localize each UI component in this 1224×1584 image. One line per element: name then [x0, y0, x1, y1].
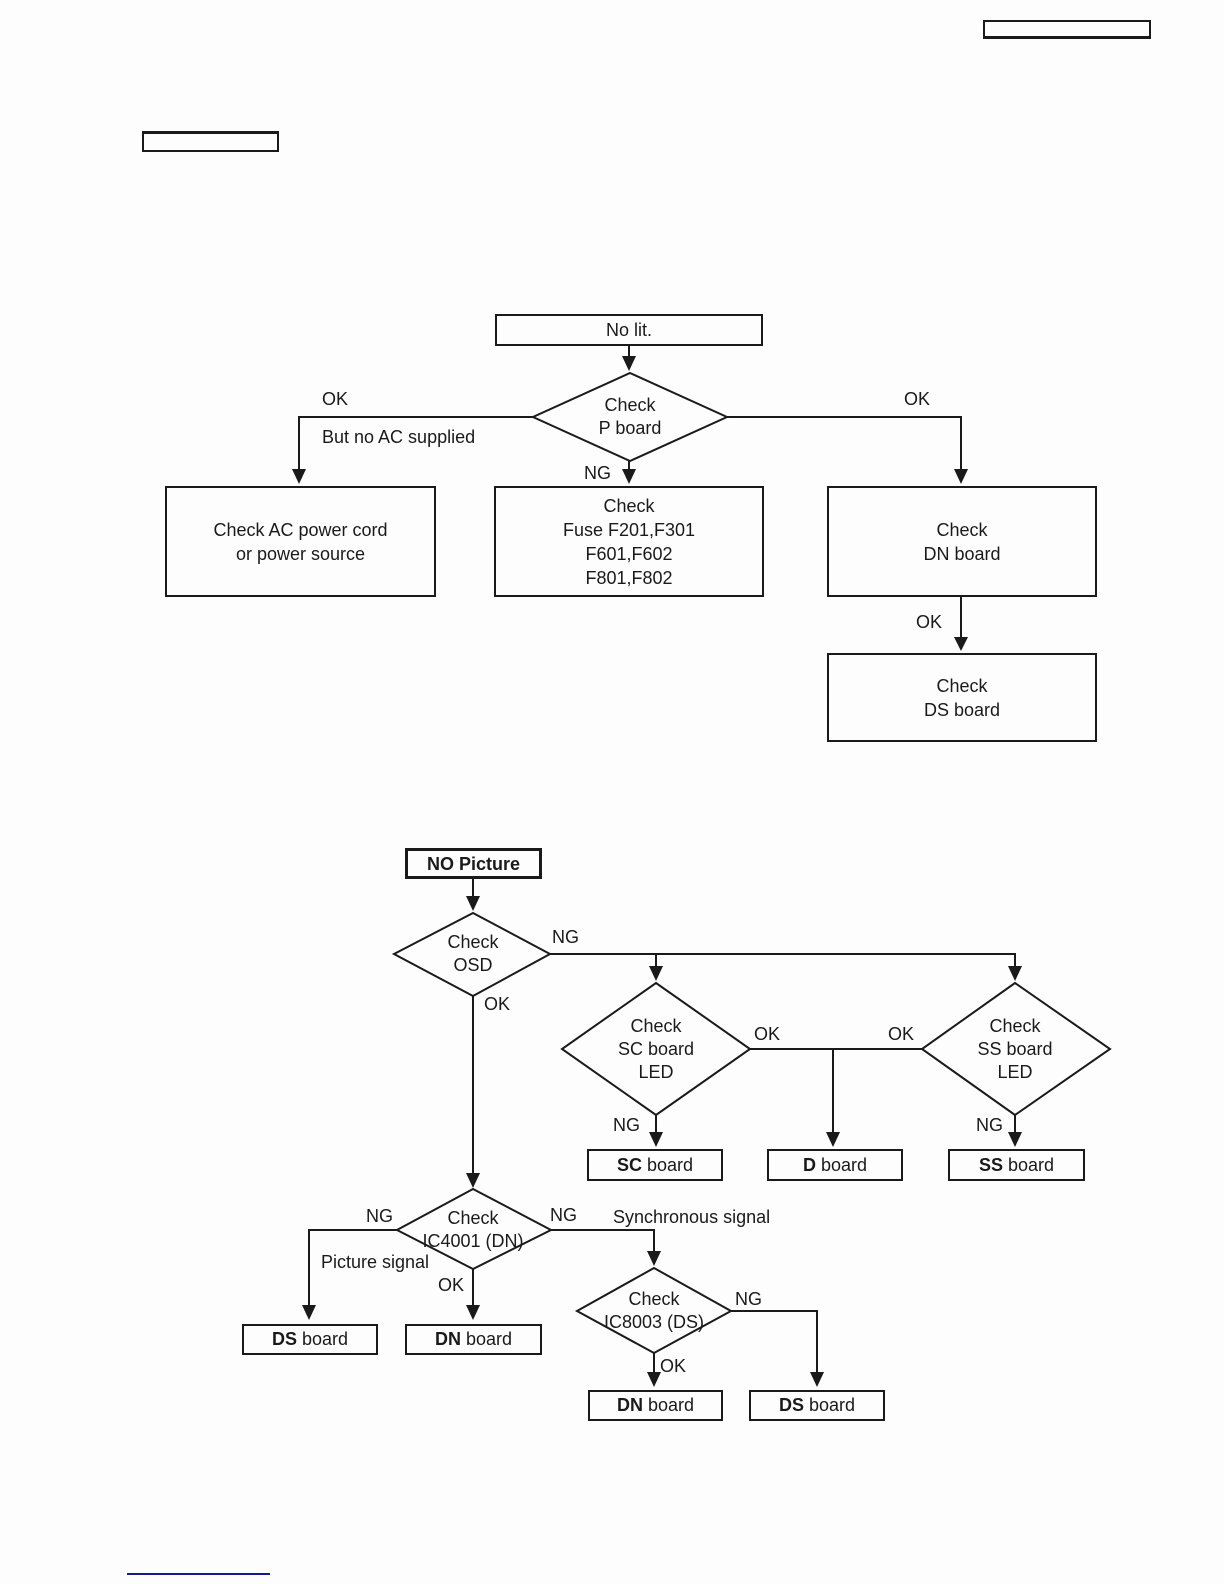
arrowhead-icon	[466, 896, 480, 911]
node-ss-board: SS board	[948, 1149, 1085, 1181]
board-name: DS	[778, 1395, 804, 1415]
node-check-fuse: Check Fuse F201,F301 F601,F602 F801,F802	[494, 486, 764, 597]
board-name: DN	[616, 1395, 643, 1415]
board-name: SS	[978, 1154, 1003, 1175]
no-picture-chart-connectors	[308, 879, 1016, 1373]
arrowhead-icon	[954, 469, 968, 484]
no-lit-chart-arrowheads	[292, 356, 968, 651]
arrowhead-icon	[1008, 1132, 1022, 1147]
no-picture-chart-arrowheads	[302, 896, 1022, 1387]
connector-line	[308, 1229, 397, 1306]
connector-line	[727, 416, 962, 470]
decision-ic4001-shape	[394, 1187, 554, 1271]
decision-ic8003-shape	[574, 1266, 734, 1355]
board-suffix: board	[296, 1329, 349, 1349]
arrowhead-icon	[622, 469, 636, 484]
connector-line	[731, 1310, 818, 1373]
decision-sc-led-shape	[560, 981, 752, 1117]
decision-p-board-shape	[530, 371, 730, 463]
arrowhead-icon	[649, 1132, 663, 1147]
node-dn-board-bottom: DN board	[588, 1390, 723, 1421]
board-name: DN	[434, 1329, 461, 1349]
arrowhead-icon	[810, 1372, 824, 1387]
header-box-left	[142, 131, 279, 152]
node-check-dn-board: Check DN board	[827, 486, 1097, 597]
node-d-board: D board	[767, 1149, 903, 1181]
node-sc-board: SC board	[587, 1149, 723, 1181]
edge-label-ok: OK	[888, 1024, 915, 1044]
arrowhead-icon	[647, 1251, 661, 1266]
board-suffix: board	[641, 1154, 694, 1175]
edge-label-ng: NG	[735, 1289, 762, 1309]
board-suffix: board	[815, 1154, 868, 1175]
node-ds-board-bottom: DS board	[749, 1390, 885, 1421]
arrowhead-icon	[649, 966, 663, 981]
node-no-lit: No lit.	[495, 314, 763, 346]
board-name: DS	[271, 1329, 297, 1349]
footer-link-rule	[127, 1573, 270, 1575]
edge-label-picture-signal: Picture signal	[321, 1252, 430, 1272]
arrowhead-icon	[466, 1305, 480, 1320]
node-no-picture: NO Picture	[405, 848, 542, 879]
node-ds-board-left: DS board	[242, 1324, 378, 1355]
connector-line	[550, 953, 1016, 967]
board-name: SC	[616, 1154, 642, 1175]
edge-label-synchronous-signal: Synchronous signal	[613, 1207, 771, 1227]
arrowhead-icon	[292, 469, 306, 484]
board-suffix: board	[460, 1329, 513, 1349]
board-suffix: board	[1002, 1154, 1055, 1175]
arrowhead-icon	[826, 1132, 840, 1147]
arrowhead-icon	[466, 1173, 480, 1188]
connector-line	[298, 416, 533, 470]
edge-label-ng: NG	[976, 1115, 1003, 1135]
arrowhead-icon	[954, 637, 968, 651]
edge-label-ng: NG	[552, 927, 579, 947]
edge-label-ng: NG	[366, 1206, 393, 1226]
arrowhead-icon	[622, 356, 636, 371]
no-picture-chart-diamonds	[391, 911, 1112, 1355]
node-check-ac-power: Check AC power cord or power source	[165, 486, 436, 597]
node-check-ds-board: Check DS board	[827, 653, 1097, 742]
board-suffix: board	[803, 1395, 856, 1415]
decision-osd-shape	[391, 911, 553, 998]
edge-label-ok: OK	[484, 994, 511, 1014]
edge-label-ok: OK	[754, 1024, 781, 1044]
edge-label-ok: OK	[322, 389, 349, 409]
edge-label-ng: NG	[613, 1115, 640, 1135]
no-lit-chart-connectors	[298, 345, 962, 638]
edge-label-but-no-ac-supplied: But no AC supplied	[322, 427, 476, 447]
board-suffix: board	[642, 1395, 695, 1415]
board-name: D	[802, 1154, 816, 1175]
edge-label-ok: OK	[904, 389, 931, 409]
connector-line	[551, 1229, 655, 1252]
arrowhead-icon	[302, 1305, 316, 1320]
edge-label-ok: OK	[438, 1275, 465, 1295]
arrowhead-icon	[647, 1372, 661, 1387]
edge-label-ng: NG	[550, 1205, 577, 1225]
edge-label-ok: OK	[916, 612, 943, 632]
header-box-top-right	[983, 20, 1151, 39]
node-dn-board-mid: DN board	[405, 1324, 542, 1355]
decision-ss-led-shape	[920, 981, 1112, 1117]
edge-label-ng: NG	[584, 463, 611, 483]
edge-label-ok: OK	[660, 1356, 687, 1376]
arrowhead-icon	[1008, 966, 1022, 981]
